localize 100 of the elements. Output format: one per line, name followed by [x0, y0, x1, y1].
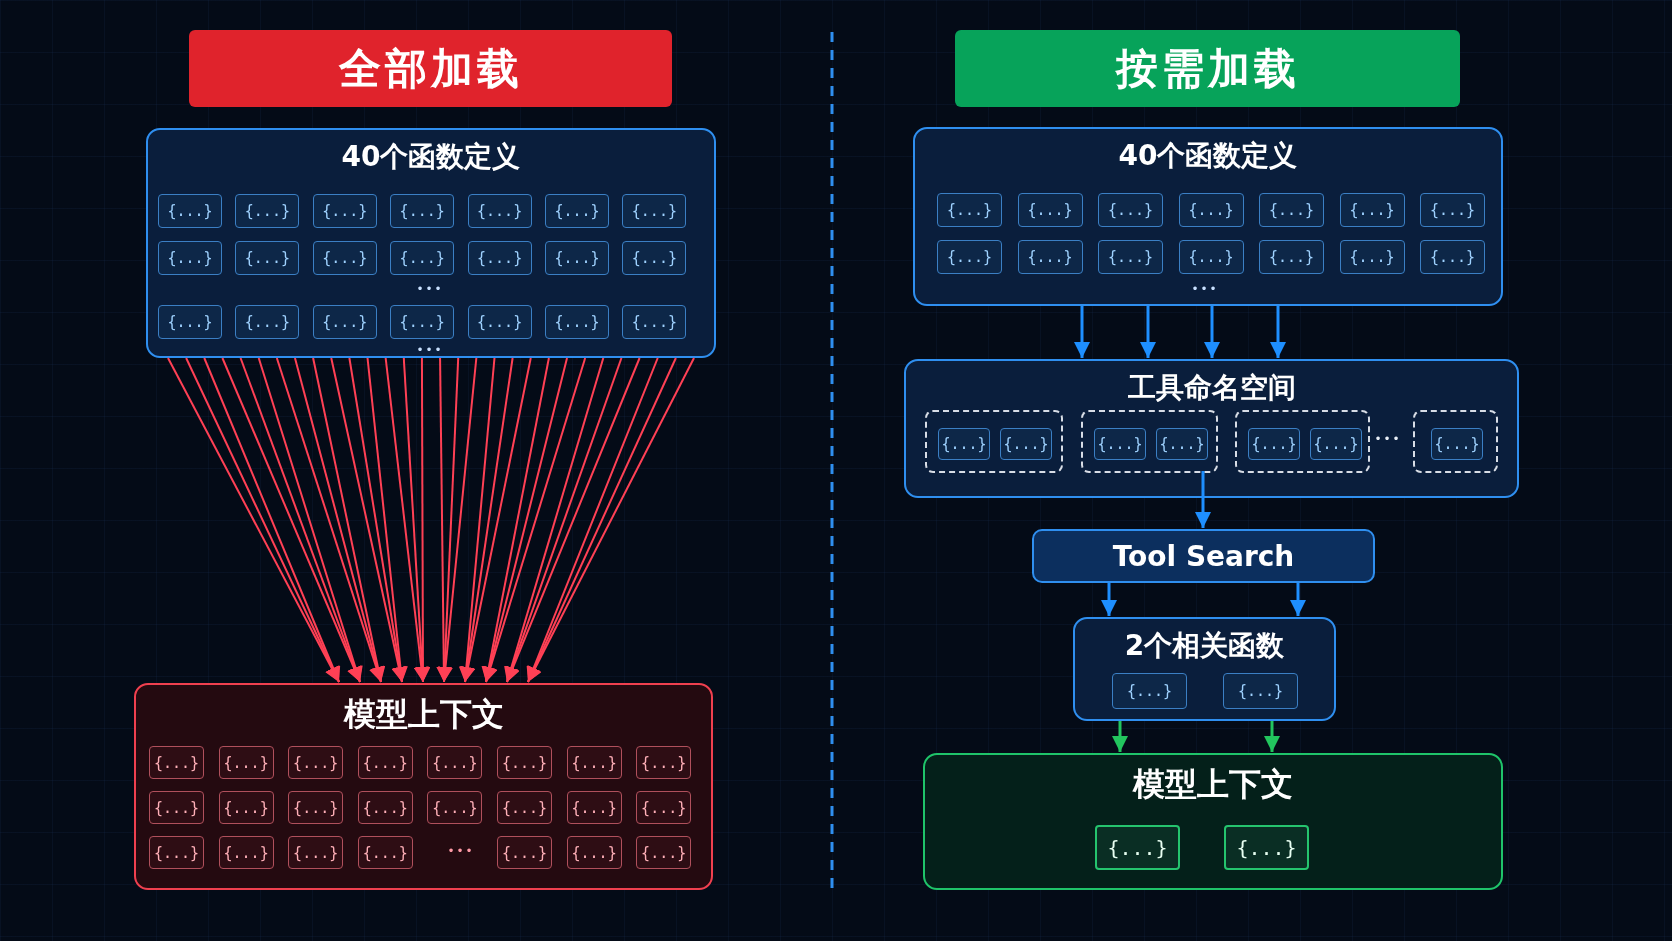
panel: [904, 359, 1519, 498]
panel-title: 2个相关函数: [1123, 628, 1286, 664]
code-snippet-tile: {...}: [467, 194, 532, 228]
code-snippet-tile: {...}: [288, 746, 344, 779]
code-snippet-tile: {...}: [566, 791, 622, 824]
code-snippet-tile: {...}: [1178, 240, 1244, 274]
ellipsis: •••: [415, 343, 445, 357]
code-snippet-tile: {...}: [427, 791, 483, 824]
arrow: [1101, 583, 1117, 616]
heading-banner: 全部加载: [189, 30, 672, 107]
code-snippet-tile: {...}: [288, 791, 344, 824]
arrow: [275, 357, 384, 683]
panel: [1073, 617, 1336, 721]
arrow: [312, 357, 386, 683]
code-snippet-tile: {...}: [467, 241, 532, 275]
code-snippet-tile: {...}: [1339, 240, 1405, 274]
arrow: [1290, 583, 1306, 616]
code-snippet-tile: {...}: [158, 194, 222, 228]
heading-banner: 按需加载: [955, 30, 1460, 107]
code-snippet-tile: {...}: [218, 791, 274, 824]
arrow: [384, 357, 429, 683]
code-snippet-tile: {...}: [938, 428, 990, 460]
panel-title: 40个函数定义: [340, 139, 522, 175]
code-snippet-tile: {...}: [545, 194, 609, 228]
code-snippet-tile: {...}: [235, 194, 300, 228]
arrow: [1074, 306, 1090, 358]
code-snippet-tile: {...}: [1178, 193, 1244, 227]
arrow: [1140, 306, 1156, 358]
code-snippet-tile: {...}: [1017, 193, 1083, 227]
code-snippet-tile: {...}: [312, 194, 377, 228]
code-snippet-tile: {...}: [545, 241, 609, 275]
code-snippet-tile: {...}: [636, 791, 692, 824]
arrow: [1270, 306, 1286, 358]
code-snippet-tile: {...}: [357, 836, 413, 869]
arrow: [1204, 306, 1220, 358]
arrow: [415, 357, 431, 683]
arrow: [483, 357, 587, 683]
namespace-group: [1081, 410, 1218, 473]
code-snippet-tile: {...}: [497, 746, 552, 779]
code-snippet-tile: {...}: [1098, 240, 1163, 274]
panel-title: 40个函数定义: [1117, 138, 1299, 174]
code-snippet-tile: {...}: [636, 836, 692, 869]
code-snippet-tile: {...}: [235, 305, 300, 339]
ellipsis: •••: [446, 844, 476, 858]
code-snippet-tile: {...}: [566, 746, 622, 779]
panel: [913, 127, 1503, 306]
namespace-group: [925, 410, 1063, 473]
code-snippet-tile: {...}: [1112, 673, 1187, 709]
code-snippet-tile: {...}: [1095, 825, 1180, 870]
code-snippet-tile: {...}: [1259, 240, 1324, 274]
code-snippet-tile: {...}: [1156, 428, 1208, 460]
code-snippet-tile: {...}: [1224, 825, 1309, 870]
code-snippet-tile: {...}: [1098, 193, 1163, 227]
code-snippet-tile: {...}: [390, 194, 455, 228]
panel: [923, 753, 1503, 890]
panel: [146, 128, 716, 358]
code-snippet-tile: {...}: [566, 836, 622, 869]
namespace-group: [1413, 410, 1498, 473]
arrow: [482, 357, 569, 683]
code-snippet-tile: {...}: [312, 241, 377, 275]
code-snippet-tile: {...}: [158, 241, 222, 275]
code-snippet-tile: {...}: [636, 746, 692, 779]
code-snippet-tile: {...}: [1259, 193, 1324, 227]
code-snippet-tile: {...}: [497, 791, 552, 824]
code-snippet-tile: {...}: [1094, 428, 1146, 460]
code-snippet-tile: {...}: [149, 836, 204, 869]
arrow: [1195, 471, 1211, 528]
namespace-group: [1235, 410, 1370, 473]
process-box: Tool Search: [1032, 529, 1375, 583]
code-snippet-tile: {...}: [1017, 240, 1083, 274]
code-snippet-tile: {...}: [937, 240, 1002, 274]
code-snippet-tile: {...}: [158, 305, 222, 339]
code-snippet-tile: {...}: [218, 836, 274, 869]
code-snippet-tile: {...}: [1420, 193, 1485, 227]
code-snippet-tile: {...}: [312, 305, 377, 339]
code-snippet-tile: {...}: [1339, 193, 1405, 227]
arrow: [257, 357, 363, 683]
code-snippet-tile: {...}: [622, 194, 687, 228]
code-snippet-tile: {...}: [1431, 428, 1483, 460]
code-snippet-tile: {...}: [937, 193, 1002, 227]
code-snippet-tile: {...}: [1223, 673, 1298, 709]
arrow: [460, 357, 532, 683]
code-snippet-tile: {...}: [357, 791, 413, 824]
panel-title: 模型上下文: [1131, 764, 1294, 805]
code-snippet-tile: {...}: [622, 241, 687, 275]
code-snippet-tile: {...}: [149, 791, 204, 824]
code-snippet-tile: {...}: [1310, 428, 1362, 460]
ellipsis: •••: [1373, 432, 1403, 446]
ellipsis: •••: [1190, 282, 1220, 296]
arrow: [1264, 721, 1280, 752]
arrow: [366, 357, 408, 683]
ellipsis: •••: [415, 282, 445, 296]
code-snippet-tile: {...}: [149, 746, 204, 779]
code-snippet-tile: {...}: [427, 746, 483, 779]
code-snippet-tile: {...}: [390, 241, 455, 275]
arrow: [1112, 721, 1128, 752]
code-snippet-tile: {...}: [467, 305, 532, 339]
code-snippet-tile: {...}: [1000, 428, 1052, 460]
panel-title: 模型上下文: [342, 694, 505, 735]
code-snippet-tile: {...}: [1420, 240, 1485, 274]
